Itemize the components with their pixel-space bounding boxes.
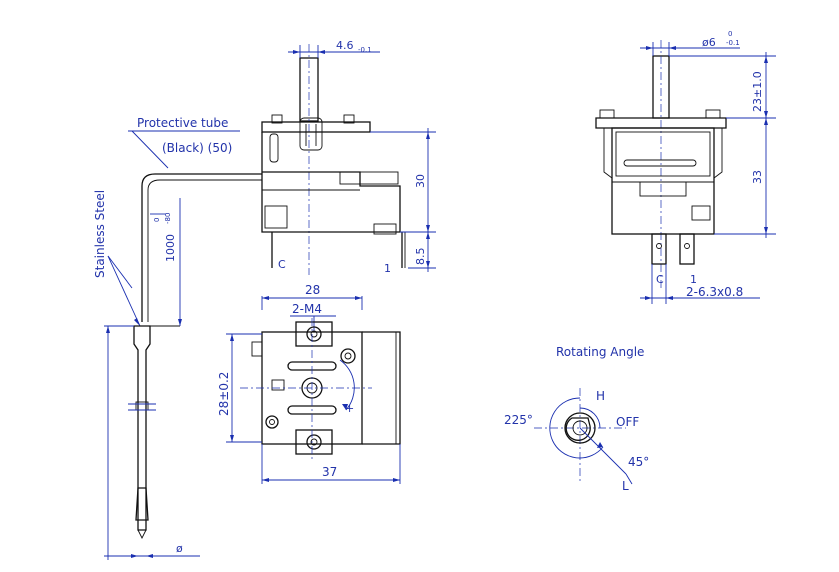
dim-37: 37 xyxy=(322,465,337,479)
dim-2-m4: 2-M4 xyxy=(292,302,322,316)
angle-45: 45° xyxy=(628,455,649,469)
rotating-angle-diagram: Rotating Angle 225° H OFF 45° L xyxy=(504,345,649,493)
front-terminal-c: C xyxy=(278,258,286,271)
dim-8-5: 8.5 xyxy=(414,248,427,266)
side-terminal-c: C xyxy=(656,273,664,286)
dim-30: 30 xyxy=(414,174,427,188)
shaft-width-label: 4.6 xyxy=(336,39,354,52)
angle-225: 225° xyxy=(504,413,533,427)
side-shaft-dia-tol-minus: -0.1 xyxy=(726,39,740,47)
side-terminal-1: 1 xyxy=(690,273,697,286)
dim-28-top: 28 xyxy=(305,283,320,297)
pos-l: L xyxy=(622,479,629,493)
protective-tube-label: Protective tube xyxy=(137,116,228,130)
pos-off: OFF xyxy=(616,415,639,429)
side-shaft-dia: ø6 xyxy=(702,36,716,49)
front-view: 4.6 -0.1 C 1 30 8.5 xyxy=(93,39,436,560)
side-shaft-dia-tol-plus: 0 xyxy=(728,30,732,38)
dim-33: 33 xyxy=(751,170,764,184)
front-terminal-1: 1 xyxy=(384,262,391,275)
diameter-label: ø xyxy=(176,542,183,555)
rotating-angle-title: Rotating Angle xyxy=(556,345,644,359)
rotary-knob-icon xyxy=(564,412,596,444)
dim-23: 23±1.0 xyxy=(751,71,764,112)
pos-h: H xyxy=(596,389,605,403)
protective-tube-spec: (Black) (50) xyxy=(162,141,232,155)
capillary-tol-plus: 0 xyxy=(153,218,161,222)
plus-mark: + xyxy=(345,402,354,415)
side-view: ø6 0 -0.1 C 1 2-6.3x0.8 xyxy=(595,30,776,304)
top-view: 28 2-M4 + xyxy=(217,283,401,484)
capillary-tol-minus: -80 xyxy=(164,213,172,224)
terminal-size-label: 2-6.3x0.8 xyxy=(686,285,743,299)
shaft-width-tol: -0.1 xyxy=(358,46,372,54)
dim-28-pm: 28±0.2 xyxy=(217,372,231,416)
capillary-length: 1000 xyxy=(164,234,177,262)
stainless-steel-label: Stainless Steel xyxy=(93,190,107,278)
